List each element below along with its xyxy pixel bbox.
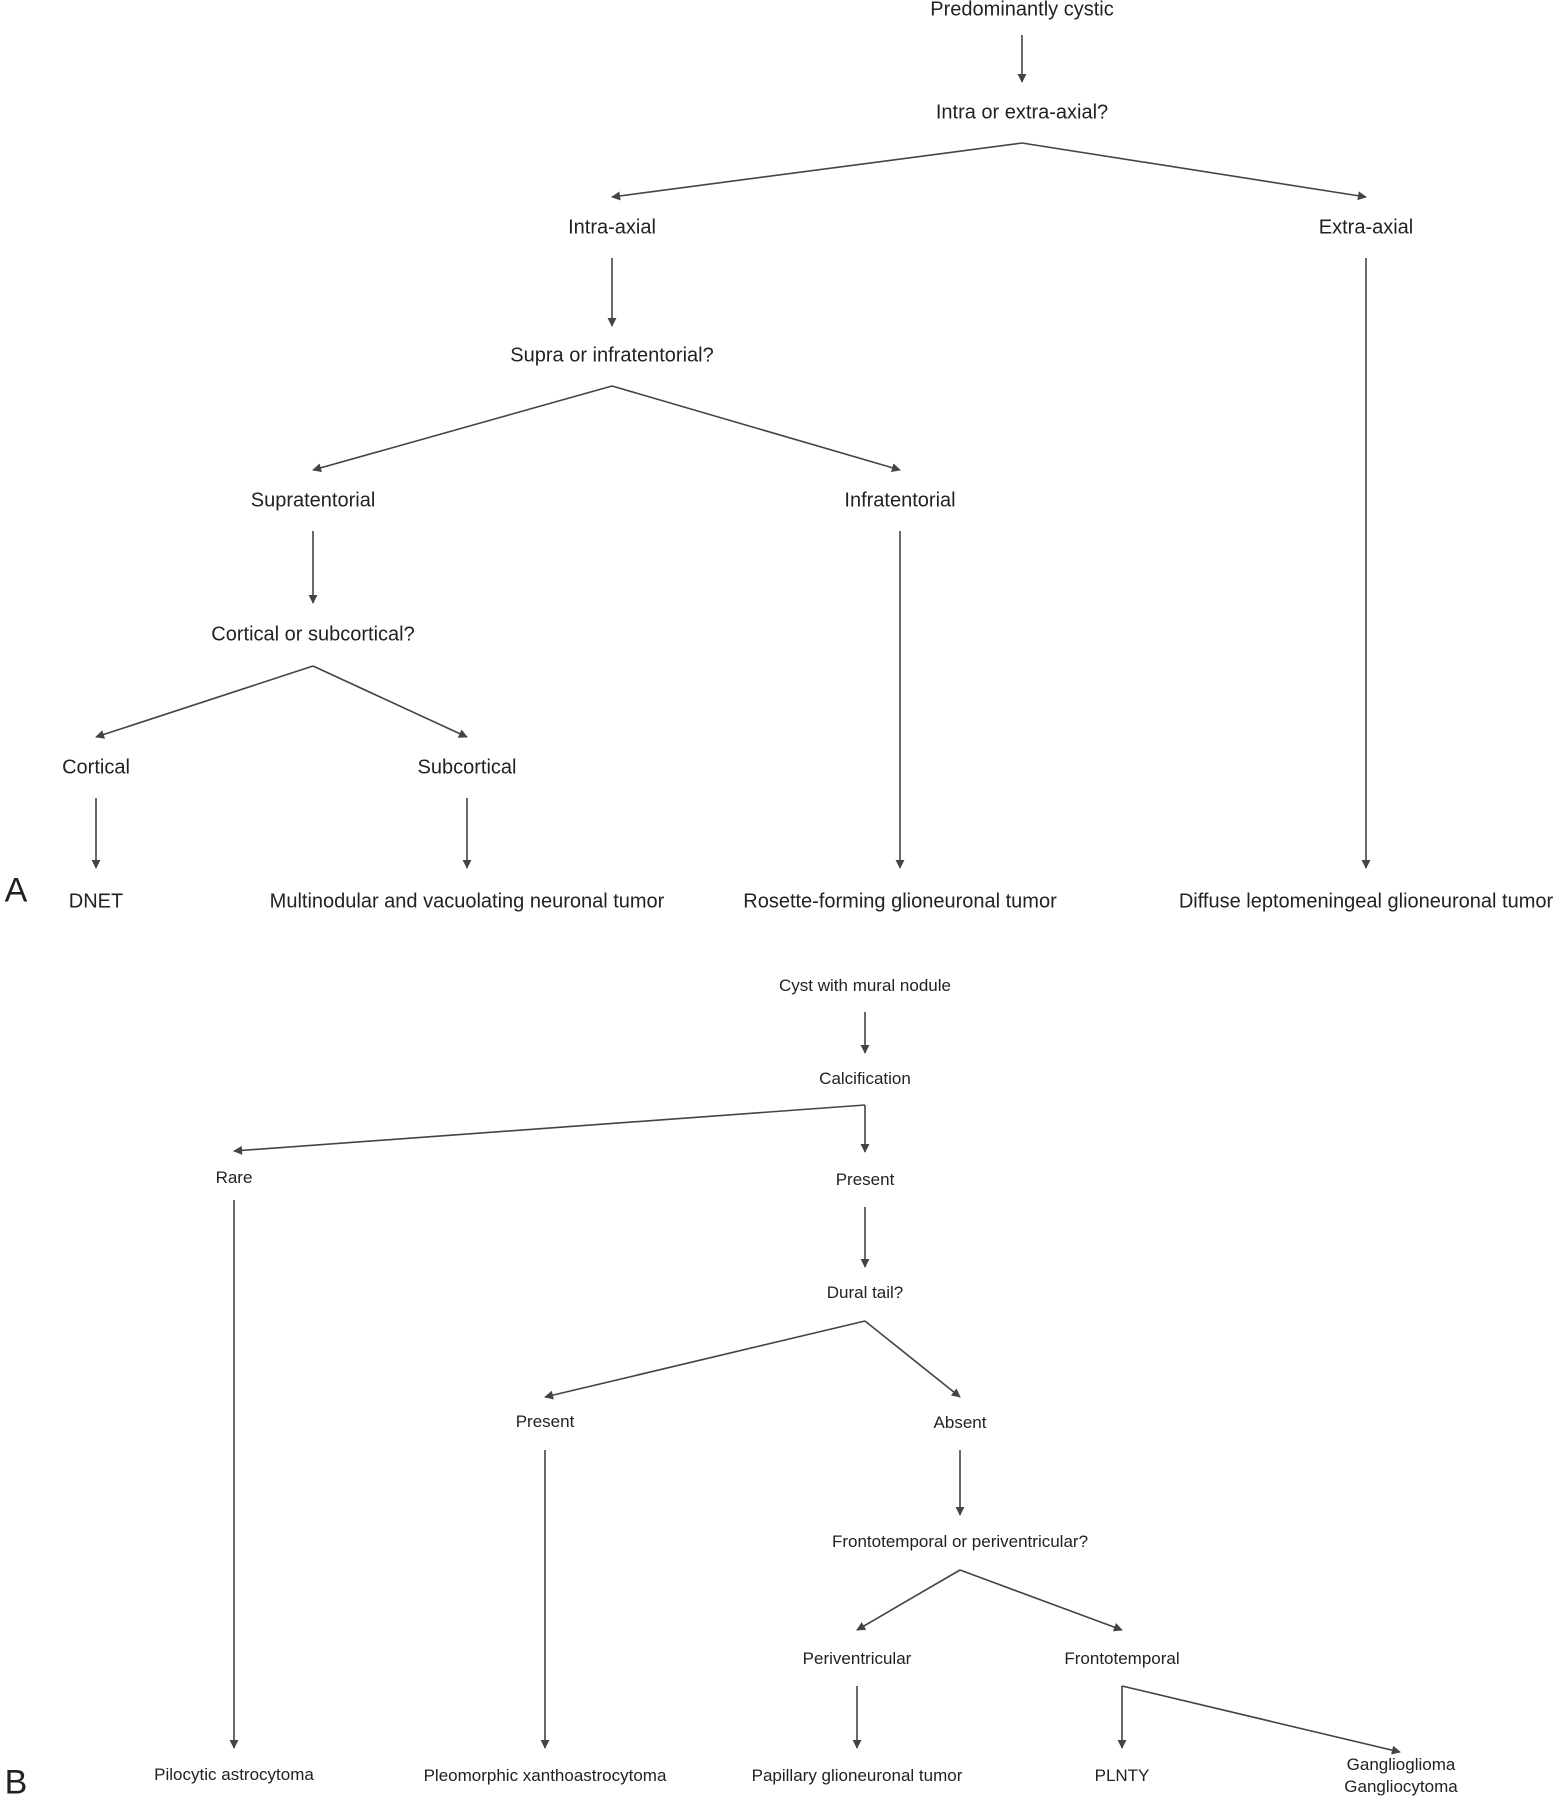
node-rosette-forming-glioneuronal-tumor: Rosette-forming glioneuronal tumor — [743, 890, 1057, 913]
node-cortical: Cortical — [62, 756, 130, 779]
node-infratentorial: Infratentorial — [844, 489, 956, 512]
node-multinodular-vacuolating-neuronal-tumor: Multinodular and vacuolating neuronal tu… — [269, 890, 665, 913]
node-subcortical: Subcortical — [417, 756, 517, 779]
arrow-frontoq-to-periventricular — [856, 1569, 961, 1631]
node-pilocytic-astrocytoma: Pilocytic astrocytoma — [154, 1765, 314, 1784]
node-absent: Absent — [933, 1413, 987, 1432]
node-cyst-with-mural-nodule: Cyst with mural nodule — [779, 976, 951, 995]
arrow-frontoq-to-frontotemporal — [959, 1569, 1123, 1632]
node-dural-tail: Dural tail? — [826, 1283, 904, 1302]
arrow-cortq-to-subcortical — [312, 665, 468, 738]
node-calcification: Calcification — [819, 1069, 911, 1088]
node-papillary-glioneuronal-tumor: Papillary glioneuronal tumor — [751, 1766, 963, 1785]
node-intra-or-extra-axial: Intra or extra-axial? — [935, 101, 1109, 124]
node-gangliocytoma: Gangliocytoma — [1344, 1777, 1458, 1796]
arrow-tentorial-to-supra — [312, 385, 613, 473]
node-periventricular: Periventricular — [802, 1649, 912, 1668]
node-predominantly-cystic: Predominantly cystic — [930, 0, 1114, 21]
node-extra-axial: Extra-axial — [1318, 216, 1414, 239]
arrow-frontotemporal-to-ganglioglioma — [1121, 1685, 1401, 1755]
arrow-cortq-to-cortical — [95, 665, 314, 739]
arrow-dural-to-present — [544, 1320, 866, 1400]
node-plnty: PLNTY — [1094, 1766, 1150, 1785]
node-frontotemporal: Frontotemporal — [1064, 1649, 1180, 1668]
node-present-calcification: Present — [835, 1170, 895, 1189]
arrow-axial-to-extra — [1021, 142, 1367, 201]
node-dnet: DNET — [68, 890, 124, 913]
panel-label-a: A — [4, 871, 28, 910]
node-present-dural-tail: Present — [515, 1412, 575, 1431]
node-frontotemporal-or-periventricular: Frontotemporal or periventricular? — [831, 1532, 1089, 1551]
arrow-dural-to-absent — [864, 1320, 961, 1398]
node-pleomorphic-xanthoastrocytoma: Pleomorphic xanthoastrocytoma — [423, 1766, 667, 1785]
panel-label-b: B — [4, 1763, 28, 1802]
node-supratentorial: Supratentorial — [250, 489, 376, 512]
node-rare: Rare — [215, 1168, 253, 1187]
arrow-axial-to-intra — [611, 142, 1023, 201]
node-intra-axial: Intra-axial — [568, 216, 656, 239]
arrow-tentorial-to-infra — [611, 385, 901, 473]
node-supra-or-infratentorial: Supra or infratentorial? — [510, 344, 714, 367]
node-ganglioglioma: Ganglioglioma — [1346, 1755, 1456, 1774]
node-diffuse-leptomeningeal-glioneuronal-tumor: Diffuse leptomeningeal glioneuronal tumo… — [1178, 890, 1554, 913]
node-cortical-or-subcortical: Cortical or subcortical? — [211, 623, 415, 646]
arrow-calc-to-rare — [233, 1104, 866, 1155]
node-ganglioglioma-gangliocytoma: Ganglioglioma Gangliocytoma — [1344, 1754, 1457, 1798]
